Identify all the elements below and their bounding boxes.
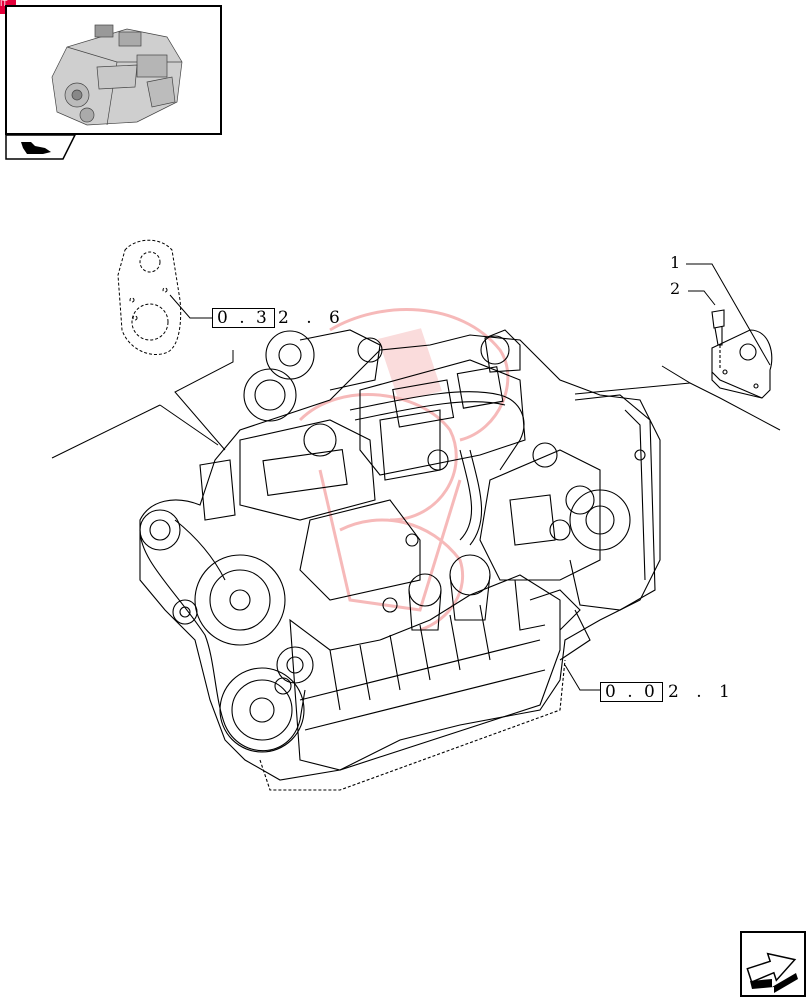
callout-item-2: 2 (670, 279, 681, 298)
bracket-part (711, 309, 773, 399)
reference-lower-suffix: 2 . 1 (668, 682, 736, 702)
watermark-logo (298, 308, 510, 632)
next-page-button[interactable] (740, 931, 806, 997)
reference-upper-box[interactable]: 0 . 3 (212, 308, 275, 328)
corner-badge-text: IT (0, 0, 8, 8)
reference-upper-code: 0 . 3 (217, 308, 270, 328)
navigation-tab-icon[interactable] (5, 134, 77, 160)
reference-upper-suffix: 2 . 6 (278, 308, 346, 328)
timing-gasket-part (117, 239, 182, 355)
engine-thumbnail[interactable] (5, 5, 222, 135)
callout-item-1: 1 (670, 253, 681, 272)
reference-lower-code: 0 . 0 (605, 682, 658, 702)
reference-lower-box[interactable]: 0 . 0 (600, 682, 663, 702)
leader-lines (51, 263, 781, 691)
engine-thumbnail-icon (51, 24, 183, 126)
next-page-arrow-icon (746, 952, 798, 993)
